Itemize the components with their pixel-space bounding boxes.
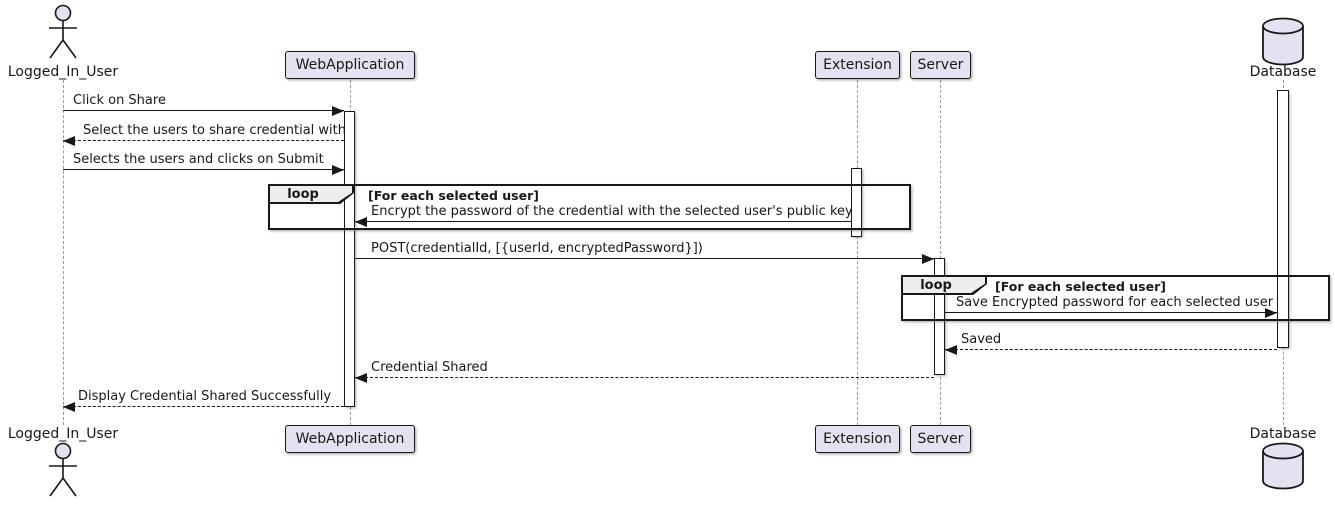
participant-box-extension-top: Extension [815,51,900,79]
participant-label-logged-in-user-bottom: Logged_In_User [7,426,119,442]
message-line [63,406,344,407]
arrowhead-icon [922,254,934,264]
loop-frame-encrypt: loop [For each selected user] [268,184,911,230]
message-label: Click on Share [73,93,166,108]
activation-server [934,258,945,375]
loop-keyword: loop [920,277,952,293]
arrowhead-icon [332,106,344,116]
loop-keyword: loop [287,186,319,202]
message-line [355,377,934,378]
activation-extension [851,168,862,237]
actor-icon [49,4,77,59]
message-line [63,140,344,141]
message-line [355,221,851,222]
message-credential-shared: Credential Shared [355,358,934,383]
participant-box-webapplication-bottom: WebApplication [285,425,415,453]
activation-webapplication [344,111,355,407]
participant-box-webapplication-top: WebApplication [285,51,415,79]
message-label: Saved [961,332,1002,347]
message-label: Encrypt the password of the credential w… [371,204,853,219]
message-line [945,312,1277,313]
activation-database [1277,90,1289,348]
participant-label-database-bottom: Database [1249,426,1317,442]
arrowhead-icon [332,165,344,175]
loop-frame-save: loop [For each selected user] [901,275,1330,321]
message-selects-and-submit: Selects the users and clicks on Submit [63,150,344,175]
arrowhead-icon [63,136,75,146]
loop-condition: [For each selected user] [995,279,1166,294]
message-saved: Saved [945,330,1277,355]
actor-icon [49,442,77,497]
arrowhead-icon [355,373,367,383]
arrowhead-icon [1265,308,1277,318]
message-line [63,169,344,170]
participant-box-server-top: Server [910,51,971,79]
lifeline-logged-in-user [62,80,64,425]
message-label: Select the users to share credential wit… [83,123,347,138]
message-line [63,110,344,111]
database-icon-top [1262,17,1304,66]
arrowhead-icon [63,402,75,412]
loop-condition: [For each selected user] [368,188,539,203]
message-post-credential: POST(credentialId, [{userId, encryptedPa… [355,239,934,264]
message-label: Display Credential Shared Successfully [78,389,332,404]
lifeline-server [939,80,941,425]
message-label: Selects the users and clicks on Submit [73,152,324,167]
message-select-users: Select the users to share credential wit… [63,121,347,146]
loop-keyword-tab: loop [901,275,987,295]
message-line [355,258,934,259]
message-line [945,349,1277,350]
message-encrypt-password: Encrypt the password of the credential w… [355,202,853,227]
participant-box-server-bottom: Server [910,425,971,453]
database-icon-bottom [1262,442,1304,490]
message-save-encrypted: Save Encrypted password for each selecte… [945,293,1277,318]
message-label: Save Encrypted password for each selecte… [956,295,1274,310]
participant-label-database-top: Database [1249,64,1317,80]
message-label: POST(credentialId, [{userId, encryptedPa… [371,241,703,256]
lifeline-extension [856,80,858,425]
participant-label-logged-in-user-top: Logged_In_User [7,64,119,80]
message-display-success: Display Credential Shared Successfully [63,387,344,412]
participant-box-extension-bottom: Extension [815,425,900,453]
arrowhead-icon [355,217,367,227]
arrowhead-icon [945,345,957,355]
message-click-on-share: Click on Share [63,91,344,116]
message-label: Credential Shared [371,360,488,375]
loop-keyword-tab: loop [268,184,354,204]
